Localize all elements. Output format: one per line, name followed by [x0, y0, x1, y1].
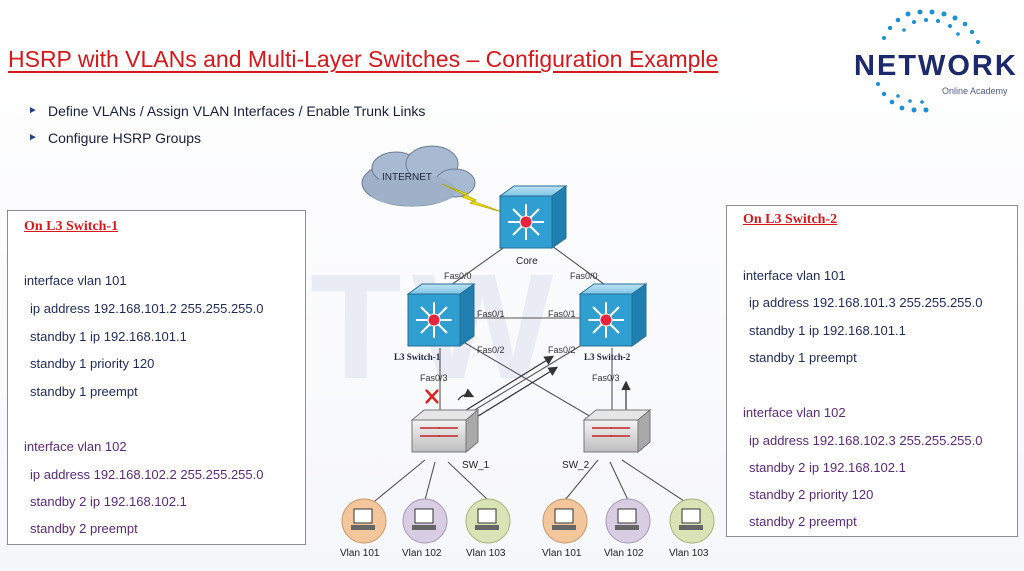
host-label: Vlan 101 — [340, 548, 380, 559]
host-pc: Vlan 103 — [465, 498, 511, 559]
access-switch-2-icon — [582, 408, 652, 454]
switch1-config-panel: On L3 Switch-1 interface vlan 101 ip add… — [7, 210, 306, 545]
config-line: ip address 192.168.102.3 255.255.255.0 — [749, 433, 983, 448]
switch2-config-title: On L3 Switch-2 — [743, 212, 838, 227]
config-line: interface vlan 101 — [743, 268, 846, 283]
host-label: Vlan 102 — [402, 548, 442, 559]
logo-subtitle: Online Academy — [942, 86, 1008, 96]
l3-switch-1-icon — [406, 283, 476, 347]
link-failure-x-icon — [425, 389, 439, 404]
host-label: Vlan 102 — [604, 548, 644, 559]
host-label: Vlan 101 — [542, 548, 582, 559]
bullet-text: Define VLANs / Assign VLAN Interfaces / … — [48, 103, 426, 119]
config-line: standby 1 priority 120 — [30, 356, 155, 371]
host-pc: Vlan 101 — [542, 498, 588, 559]
switch1-config-title: On L3 Switch-1 — [24, 219, 119, 234]
sw1-label: SW_1 — [462, 460, 490, 471]
config-line: ip address 192.168.101.2 255.255.255.0 — [30, 301, 264, 316]
config-line: standby 1 ip 192.168.101.1 — [30, 329, 187, 344]
switch2-config-panel: On L3 Switch-2 interface vlan 101 ip add… — [726, 205, 1018, 537]
host-pc: Vlan 101 — [340, 498, 387, 559]
access-switch-1-icon — [410, 408, 480, 454]
host-label: Vlan 103 — [669, 548, 709, 559]
config-line: ip address 192.168.101.3 255.255.255.0 — [749, 295, 983, 310]
internet-label: INTERNET — [382, 172, 432, 183]
config-line: standby 1 preempt — [30, 384, 138, 399]
logo-dots-icon — [876, 9, 980, 113]
port-label: Fas0/2 — [548, 345, 576, 355]
l3-switch-1-label: L3 Switch-1 — [394, 352, 441, 362]
core-switch-icon — [498, 185, 568, 249]
config-line: standby 2 ip 192.168.102.1 — [749, 460, 906, 475]
config-line: interface vlan 102 — [743, 405, 846, 420]
logo-wordmark: NETWORK — [854, 50, 1018, 82]
sw2-label: SW_2 — [562, 460, 590, 471]
config-line: standby 1 preempt — [749, 350, 857, 365]
port-label: Fas0/1 — [548, 309, 576, 319]
l3-switch-2-label: L3 Switch-2 — [584, 352, 631, 362]
config-line: standby 2 preempt — [749, 514, 857, 529]
port-label: Fas0/3 — [420, 373, 448, 383]
host-pc: Vlan 103 — [669, 498, 715, 559]
bullet-list: ► Define VLANs / Assign VLAN Interfaces /… — [28, 103, 425, 157]
l3-switch-2-icon — [578, 283, 648, 347]
config-line: standby 2 priority 120 — [749, 487, 874, 502]
host-pc: Vlan 102 — [402, 498, 448, 559]
port-label: Fas0/3 — [592, 373, 620, 383]
port-label: Fas0/2 — [477, 345, 505, 355]
bullet-arrow-icon: ► — [28, 105, 38, 116]
bullet-item: ► Configure HSRP Groups — [28, 130, 425, 157]
bullet-item: ► Define VLANs / Assign VLAN Interfaces /… — [28, 103, 425, 130]
internet-cloud-icon — [361, 145, 476, 207]
port-label: Fas0/0 — [570, 271, 598, 281]
config-line: standby 1 ip 192.168.101.1 — [749, 323, 906, 338]
slide-title: HSRP with VLANs and Multi-Layer Switches… — [8, 46, 719, 72]
network-academy-logo: NETWORK Online Academy — [838, 6, 1018, 114]
port-label: Fas0/1 — [477, 309, 505, 319]
config-line: ip address 192.168.102.2 255.255.255.0 — [30, 467, 264, 482]
port-labels: Fas0/0 Fas0/0 Fas0/1 Fas0/1 Fas0/2 Fas0/… — [420, 271, 620, 383]
config-line: interface vlan 101 — [24, 273, 127, 288]
bullet-text: Configure HSRP Groups — [48, 130, 202, 146]
core-label: Core — [516, 256, 538, 267]
config-line: standby 2 preempt — [30, 521, 138, 536]
host-label: Vlan 103 — [466, 548, 506, 559]
port-label: Fas0/0 — [444, 271, 472, 281]
bullet-arrow-icon: ► — [28, 132, 38, 143]
host-pc: Vlan 102 — [604, 498, 651, 559]
config-line: interface vlan 102 — [24, 439, 127, 454]
config-line: standby 2 ip 192.168.102.1 — [30, 494, 187, 509]
